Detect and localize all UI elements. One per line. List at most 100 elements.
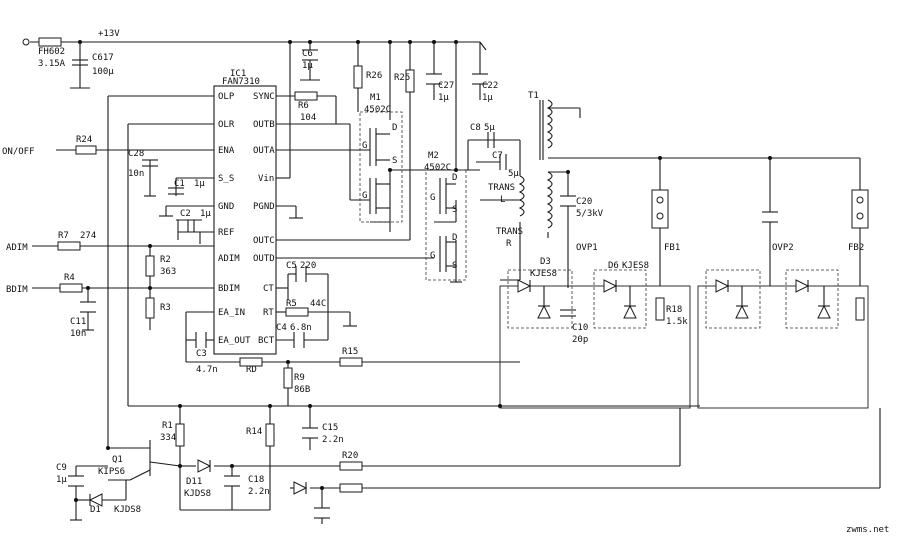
ovp2-label: OVP2	[772, 243, 794, 253]
label-c8-ref: C8	[470, 123, 481, 133]
trans-r-label-2: R	[506, 239, 512, 249]
resistor-r9	[283, 367, 293, 389]
label-c2-ref: C2	[180, 209, 191, 219]
on-off-label: ON/OFF	[2, 147, 35, 157]
label-rd-ref: RD	[246, 365, 257, 375]
capacitor-bottom	[314, 507, 330, 519]
fb1-connector	[651, 189, 669, 229]
label-c6-ref: C6	[302, 49, 313, 59]
label-c27-ref: C27	[438, 81, 454, 91]
label-c7-val: 5μ	[508, 169, 519, 179]
capacitor-c7	[499, 154, 507, 170]
capacitor-c617	[72, 59, 88, 66]
label-c11-ref: C11	[70, 317, 86, 327]
capacitor-c15	[302, 427, 318, 439]
resistor-r6	[294, 91, 318, 101]
ic-ref: IC1	[230, 69, 246, 79]
label-r26-ref: R26	[366, 71, 382, 81]
label-c2-val: 1μ	[200, 209, 211, 219]
label-d6-ref: D6	[608, 261, 619, 271]
fb2-connector	[851, 189, 869, 229]
label-d1-val: KJDS8	[114, 505, 141, 515]
resistor-r25	[405, 69, 415, 93]
diode-module-4	[795, 279, 831, 319]
label-d3-ref: D3	[540, 257, 551, 267]
label-r24-ref: R24	[76, 135, 92, 145]
label-c22-ref: C22	[482, 81, 498, 91]
capacitor-c4	[293, 332, 305, 348]
resistor-r4	[59, 283, 83, 293]
capacitor-c27	[426, 73, 442, 85]
resistor-r3	[145, 297, 155, 319]
label-c4-val: 6.8n	[290, 323, 312, 333]
resistor-r2	[145, 255, 155, 277]
fuse-ref-label: FH602	[38, 47, 65, 57]
label-c27-val: 1μ	[438, 93, 449, 103]
ic-pin-bdim: BDIM	[218, 284, 240, 294]
ic-pin-ena: ENA	[218, 146, 235, 156]
c617-val-label: 100μ	[92, 67, 114, 77]
label-r5-val: 44C	[310, 299, 326, 309]
label-r14-ref: R14	[246, 427, 262, 437]
ic-pin-adim: ADIM	[218, 254, 240, 264]
resistor-r5	[285, 307, 309, 317]
ic-pin-ea-out: EA_OUT	[218, 336, 251, 346]
capacitors	[68, 49, 778, 519]
ic-pin-outc: OUTC	[253, 236, 275, 246]
label-r7-val: 274	[80, 231, 96, 241]
labels: +13V FH602 3.15A C617 100μ ON/OFF ADIM B…	[2, 29, 889, 535]
capacitor-c6	[302, 49, 318, 61]
ovp1-label: OVP1	[576, 243, 598, 253]
resistor-r18	[655, 297, 665, 321]
label-q1-val: KIPS6	[98, 467, 125, 477]
svg-text:G: G	[362, 141, 367, 151]
capacitor-c8	[487, 132, 495, 148]
label-c15-ref: C15	[322, 423, 338, 433]
resistor-r1	[175, 423, 185, 447]
label-d3-val: KJES8	[530, 269, 557, 279]
fb1-label: FB1	[664, 243, 680, 253]
ic-pin-rt: RT	[263, 308, 274, 318]
transformer-t1	[518, 99, 553, 229]
svg-text:D: D	[452, 173, 457, 183]
label-c18-val: 2.2n	[248, 487, 270, 497]
resistor-rd	[239, 357, 263, 367]
bdim-input-label: BDIM	[6, 285, 28, 295]
label-r25-ref: R25	[394, 73, 410, 83]
resistor-r-bottom	[339, 483, 363, 493]
adim-input-label: ADIM	[6, 243, 28, 253]
label-c8-val: 5μ	[484, 123, 495, 133]
label-r2-val: 363	[160, 267, 176, 277]
label-r3-ref: R3	[160, 303, 171, 313]
svg-text:D: D	[452, 233, 457, 243]
ic-pin-outd: OUTD	[253, 254, 275, 264]
label-r1-ref: R1	[162, 421, 173, 431]
label-c7-ref: C7	[492, 151, 503, 161]
label-c11-val: 10n	[70, 329, 86, 339]
resistor-r15	[339, 357, 363, 367]
fb2-label: FB2	[848, 243, 864, 253]
resistor-r7	[57, 241, 81, 251]
label-d11-val: KJDS8	[184, 489, 211, 499]
label-r18-ref: R18	[666, 305, 682, 315]
label-m2-ref: M2	[428, 151, 439, 161]
diode-d6	[603, 279, 637, 319]
label-c28-ref: C28	[128, 149, 144, 159]
capacitor-c28	[142, 159, 158, 167]
junction-dots	[74, 40, 772, 502]
ic-part: FAN7310	[222, 77, 260, 87]
label-r15-ref: R15	[342, 347, 358, 357]
capacitor-c10	[560, 309, 576, 317]
ic-pin-ct: CT	[263, 284, 274, 294]
label-m1-val: 4502C	[364, 105, 391, 115]
label-d11-ref: D11	[186, 477, 202, 487]
ic-pin-olr: OLR	[218, 120, 235, 130]
wiring	[22, 38, 881, 524]
ic-pin-olp: OLP	[218, 92, 235, 102]
label-d6-val: KJES8	[622, 261, 649, 271]
diode-modules	[507, 269, 839, 329]
